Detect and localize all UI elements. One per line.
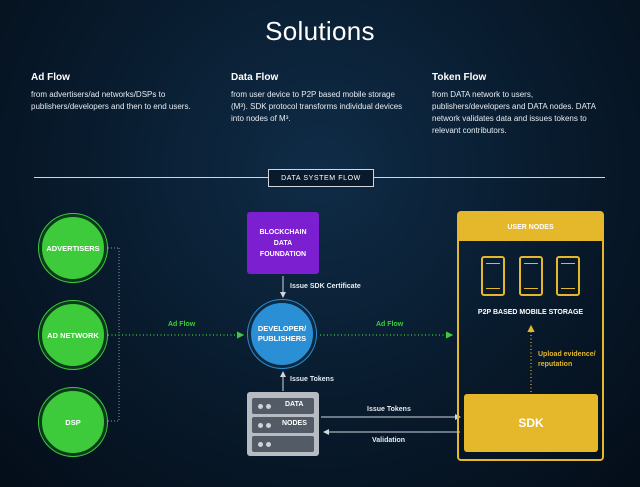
ad-flow-section: Ad Flow from advertisers/ad networks/DSP… (31, 72, 211, 113)
server-rack-3 (252, 436, 314, 452)
issue-tokens-right-label: Issue Tokens (367, 406, 411, 413)
server-led (258, 423, 263, 428)
ad-network-node: AD NETWORK (39, 301, 107, 369)
advertisers-node: ADVERTISERS (39, 214, 107, 282)
server-led (266, 404, 271, 409)
ad-flow-text: from advertisers/ad networks/DSPs to pub… (31, 90, 191, 111)
divider-right (372, 177, 605, 178)
mobile-storage-label: P2P BASED MOBILE STORAGE (477, 309, 584, 316)
server-led (266, 423, 271, 428)
user-nodes-box: USER NODES (457, 211, 604, 461)
divider-left (34, 177, 268, 178)
developer-publishers-node: DEVELOPER/ PUBLISHERS (248, 300, 316, 368)
ad-flow-heading: Ad Flow (31, 72, 70, 83)
user-nodes-header: USER NODES (459, 213, 602, 241)
ad-flow-left-label: Ad Flow (168, 321, 196, 328)
data-flow-text: from user device to P2P based mobile sto… (231, 90, 403, 123)
sdk-node: SDK (464, 394, 598, 452)
phone-icon (556, 256, 580, 296)
upload-evidence-label: Upload evidence/ reputation (538, 351, 596, 368)
data-flow-section: Data Flow from user device to P2P based … (231, 72, 411, 125)
data-nodes-server: DATA NODES (247, 392, 319, 456)
advertisers-label: ADVERTISERS (46, 243, 100, 253)
server-led (258, 404, 263, 409)
server-nodes-label: NODES (282, 420, 307, 427)
server-rack-1: DATA (252, 398, 314, 414)
token-flow-heading: Token Flow (432, 72, 487, 83)
phone-icon (519, 256, 543, 296)
page-title: Solutions (265, 16, 375, 46)
server-data-label: DATA (285, 401, 304, 408)
phone-icon (481, 256, 505, 296)
ad-flow-right-label: Ad Flow (376, 321, 404, 328)
token-flow-section: Token Flow from DATA network to users, p… (432, 72, 612, 137)
server-led (258, 442, 263, 447)
issue-cert-label: Issue SDK Certificate (290, 283, 361, 290)
blockchain-label: BLOCKCHAIN DATA FOUNDATION (259, 228, 307, 258)
developer-label: DEVELOPER/ PUBLISHERS (257, 324, 307, 343)
token-flow-text: from DATA network to users, publishers/d… (432, 90, 596, 135)
data-system-flow-label: DATA SYSTEM FLOW (268, 169, 374, 187)
blockchain-foundation-node: BLOCKCHAIN DATA FOUNDATION (247, 212, 319, 274)
data-flow-heading: Data Flow (231, 72, 279, 83)
server-rack-2: NODES (252, 417, 314, 433)
validation-label: Validation (372, 437, 406, 444)
issue-tokens-up-label: Issue Tokens (290, 376, 334, 383)
dsp-node: DSP (39, 388, 107, 456)
server-led (266, 442, 271, 447)
dsp-label: DSP (65, 417, 81, 427)
ad-network-label: AD NETWORK (47, 330, 99, 340)
